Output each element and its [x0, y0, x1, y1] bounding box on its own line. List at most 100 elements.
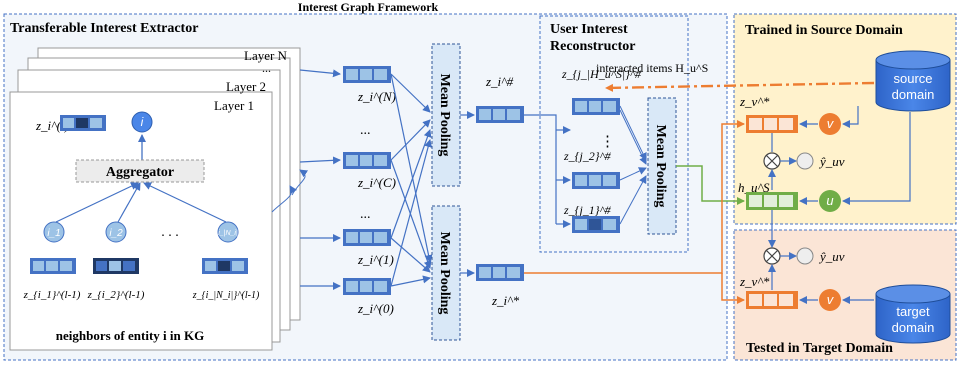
to-pool1-c — [390, 119, 431, 161]
source-zv-label: z_v^* — [739, 94, 770, 109]
center-vector — [60, 115, 106, 131]
source-u-label: u — [826, 193, 833, 208]
reconstructor-to-hu-line — [676, 165, 745, 205]
neighbor-vector-2-label: z_{i_2}^(l-1) — [87, 289, 145, 301]
source-yhat-node — [796, 152, 814, 170]
mean-pooling-box-2 — [431, 205, 461, 341]
item-dots: ⋮ — [600, 134, 615, 150]
neighbor-vector-1-label: z_{i_1}^(l-1) — [23, 289, 81, 301]
reconstructor-title-2: Reconstructor — [550, 39, 636, 54]
pooled-hash-label: z_i^# — [485, 74, 514, 89]
framework-title: Interest Graph Framework — [298, 0, 439, 14]
to-pool2-n — [390, 73, 433, 263]
target-zv-label: z_v^* — [739, 274, 770, 289]
item-vector-2 — [572, 172, 620, 189]
layer-output-vector-0 — [343, 278, 391, 295]
to-pool2-0 — [390, 275, 431, 287]
source-zv-vector — [746, 115, 798, 133]
aggregator-box — [75, 159, 205, 183]
layer-output-dots-2: ... — [360, 207, 371, 222]
pooled-hash-vector — [476, 106, 524, 123]
reconstructor-title-1: User Interest — [550, 22, 628, 37]
layer-output-label-1: z_i^(1) — [357, 252, 394, 267]
extractor-title: Transferable Interest Extractor — [10, 21, 198, 36]
neighbor-vector-n-label: z_{i_|N_i|}^(l-1) — [192, 290, 260, 301]
item-2-to-pool — [619, 167, 647, 181]
out-arrow-n — [299, 69, 341, 78]
to-pool2-c — [390, 159, 432, 269]
target-v-node — [819, 289, 841, 311]
layer-output-label-0: z_i^(0) — [357, 301, 394, 316]
layer-2-label: Layer 2 — [226, 79, 266, 94]
layer-output-vector-c — [343, 152, 391, 169]
hu-label: h_u^S — [738, 180, 770, 195]
layer-1-label: Layer 1 — [214, 98, 254, 113]
neighbor-vector-2 — [93, 258, 139, 274]
source-database-icon — [875, 50, 951, 112]
item-h-to-pool-b — [619, 109, 647, 165]
pooled-star-label: z_i^* — [491, 293, 520, 308]
item-vector-h — [572, 98, 620, 115]
reconstructor-panel — [539, 15, 689, 253]
zi-star-to-target-zv-line — [721, 273, 745, 304]
to-pool1-n — [390, 73, 431, 113]
neighbor-node-1 — [43, 221, 65, 243]
interacted-items-label: interacted items H_u^S — [596, 61, 708, 75]
target-yhat-label: ŷ_uv — [818, 249, 845, 264]
item-label-2: z_{j_2}^# — [563, 149, 612, 163]
source-yhat-label: ŷ_uv — [818, 154, 845, 169]
target-db-label-1: target — [896, 304, 930, 319]
aggregator-label: Aggregator — [106, 165, 174, 180]
kg-caption: neighbors of entity i in KG — [56, 328, 204, 343]
target-domain-title: Tested in Target Domain — [746, 341, 893, 356]
source-db-label-1: source — [893, 71, 932, 86]
neighbor-node-2-label: i_2 — [109, 228, 123, 239]
mean-pooling-box-1 — [431, 43, 461, 187]
db-to-u — [842, 112, 911, 205]
target-database-icon — [875, 284, 951, 344]
out-arrow-c — [299, 156, 341, 165]
layer-output-label-c: z_i^(C) — [357, 175, 396, 190]
to-pool1-1 — [390, 129, 432, 239]
n2-arrow — [117, 182, 141, 223]
hu-vector — [746, 192, 798, 210]
layer-n-label: Layer N — [244, 48, 288, 63]
item-label-h: z_{j_|H_u^S|}^# — [561, 67, 642, 81]
source-db-label-2: domain — [892, 87, 935, 102]
zi-star-to-zv-line — [524, 120, 745, 274]
source-v-label: v — [827, 116, 835, 131]
item-label-1: z_{j_1}^# — [563, 203, 612, 217]
item-vector-1 — [572, 216, 620, 233]
neighbor-node-n — [217, 221, 239, 243]
item-1-to-pool — [619, 175, 647, 225]
layer-output-vector-1 — [343, 229, 391, 246]
neighbor-vector-1 — [30, 258, 76, 274]
n3-arrow — [143, 182, 227, 223]
hash-to-items-line — [524, 114, 557, 224]
mean-pooling-label-2: Mean Pooling — [437, 232, 452, 315]
target-zv-vector — [746, 291, 798, 309]
reconstructor-pooling-label: Mean Pooling — [653, 125, 668, 208]
neighbor-node-2 — [105, 221, 127, 243]
to-pool2-1 — [390, 237, 431, 273]
target-yhat-node — [796, 247, 814, 265]
source-u-node — [819, 190, 841, 212]
neighbor-dots: . . . — [161, 225, 179, 240]
layer-ellipsis: ... — [262, 61, 271, 75]
source-domain-title: Trained in Source Domain — [745, 23, 903, 38]
layer-output-label-n: z_i^(N) — [357, 89, 396, 104]
interacted-items-arrow — [605, 81, 875, 92]
pooled-star-vector — [476, 264, 524, 281]
n1-arrow — [55, 182, 139, 223]
target-db-label-2: domain — [892, 320, 935, 335]
db-to-v-src — [842, 106, 859, 128]
mean-pooling-label-1: Mean Pooling — [437, 74, 452, 157]
layer-flow-curve-2 — [271, 185, 298, 213]
neighbor-vector-n — [202, 258, 248, 274]
item-h-to-pool — [619, 105, 647, 161]
source-v-node — [819, 113, 841, 135]
center-node — [131, 111, 153, 133]
layer-output-dots-1: ... — [360, 123, 371, 138]
center-node-label: i — [141, 115, 144, 129]
